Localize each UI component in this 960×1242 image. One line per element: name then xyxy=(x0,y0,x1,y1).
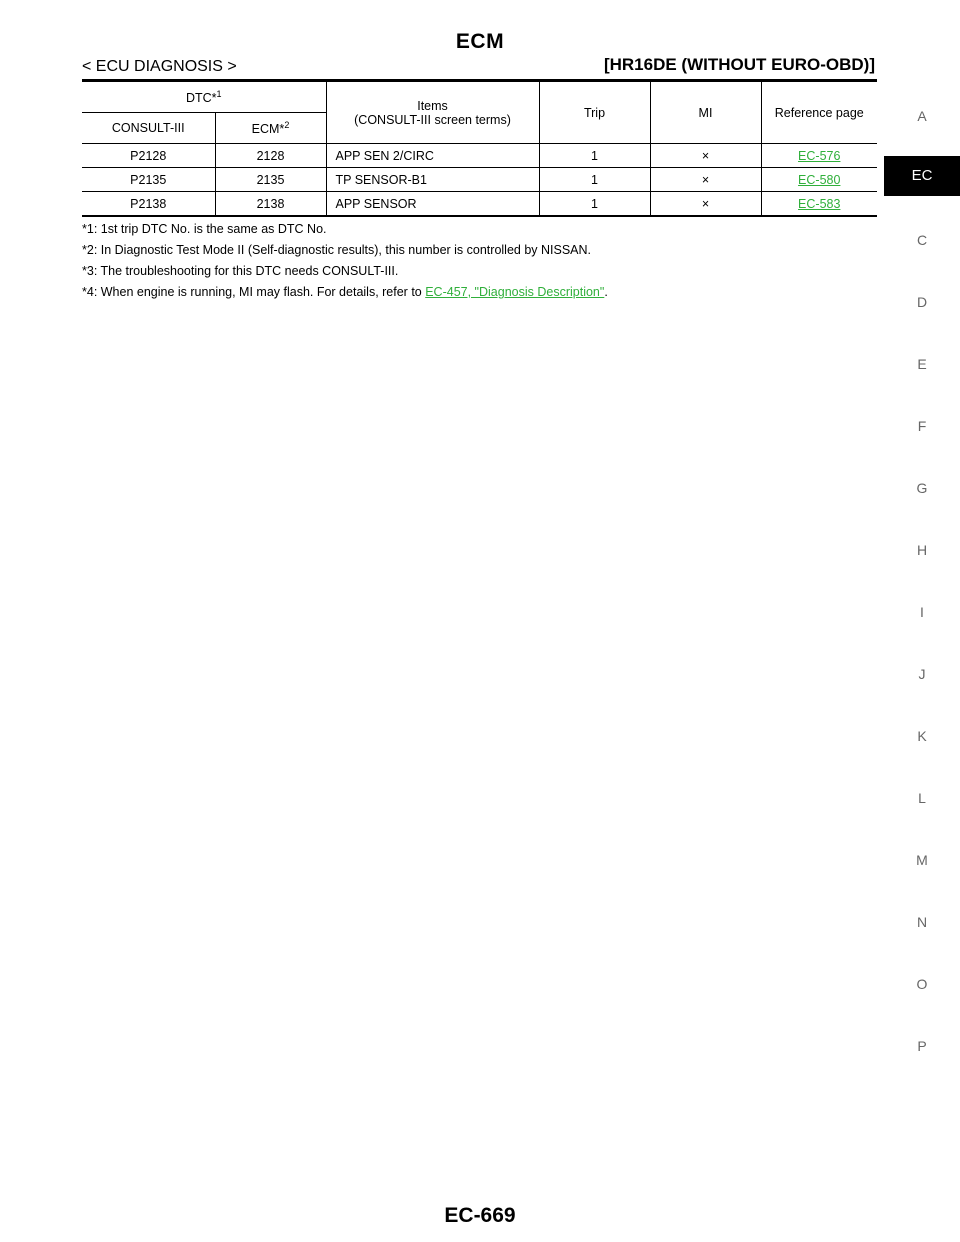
cell-trip: 1 xyxy=(539,167,651,192)
header-dtc: DTC*1 xyxy=(82,82,327,113)
tab-j[interactable]: J xyxy=(918,666,926,682)
cell-item: APP SEN 2/CIRC xyxy=(326,143,540,168)
tab-k[interactable]: K xyxy=(917,728,927,744)
cell-consult: P2138 xyxy=(82,191,216,217)
tab-ec[interactable]: EC xyxy=(884,156,960,196)
model-label: [HR16DE (WITHOUT EURO-OBD)] xyxy=(603,55,875,74)
cell-mi: × xyxy=(650,167,762,192)
page-number: EC-669 xyxy=(444,1204,516,1227)
page-title: ECM xyxy=(455,30,505,53)
cell-trip: 1 xyxy=(539,191,651,217)
cell-ecm: 2135 xyxy=(215,167,327,192)
tab-f[interactable]: F xyxy=(917,418,927,434)
footnote: *2: In Diagnostic Test Mode II (Self-dia… xyxy=(82,243,592,257)
tab-e[interactable]: E xyxy=(917,356,927,372)
header-trip: Trip xyxy=(539,82,651,144)
footnotes: *1: 1st trip DTC No. is the same as DTC … xyxy=(82,222,608,306)
reference-link[interactable]: EC-580 xyxy=(798,172,841,187)
reference-link[interactable]: EC-576 xyxy=(798,148,841,163)
tab-n[interactable]: N xyxy=(916,914,928,930)
header-consult: CONSULT-III xyxy=(82,112,216,144)
section-tabs: A EC C D E F G H I J K L M N O P xyxy=(884,0,960,1242)
cell-consult: P2128 xyxy=(82,143,216,168)
cell-ecm: 2128 xyxy=(215,143,327,168)
footnote: *4: When engine is running, MI may flash… xyxy=(82,285,608,299)
header-ecm: ECM*2 xyxy=(215,112,327,144)
header-reference: Reference page xyxy=(761,82,877,144)
tab-g[interactable]: G xyxy=(916,480,928,496)
tab-m[interactable]: M xyxy=(916,852,928,868)
tab-a[interactable]: A xyxy=(917,108,927,124)
cell-mi: × xyxy=(650,143,762,168)
tab-c[interactable]: C xyxy=(916,232,928,248)
diagnosis-description-link[interactable]: EC-457, "Diagnosis Description" xyxy=(425,285,605,299)
footnote: *3: The troubleshooting for this DTC nee… xyxy=(82,264,399,278)
header-mi: MI xyxy=(650,82,762,144)
cell-consult: P2135 xyxy=(82,167,216,192)
cell-item: APP SENSOR xyxy=(326,191,540,217)
section-label: < ECU DIAGNOSIS > xyxy=(82,58,237,75)
cell-item: TP SENSOR-B1 xyxy=(326,167,540,192)
table-row: P2128 2128 APP SEN 2/CIRC 1 × EC-576 xyxy=(82,143,877,168)
reference-link[interactable]: EC-583 xyxy=(798,196,841,211)
tab-l[interactable]: L xyxy=(918,790,926,806)
tab-i[interactable]: I xyxy=(920,604,924,620)
cell-ecm: 2138 xyxy=(215,191,327,217)
tab-p[interactable]: P xyxy=(917,1038,927,1054)
table-row: P2135 2135 TP SENSOR-B1 1 × EC-580 xyxy=(82,167,877,192)
cell-trip: 1 xyxy=(539,143,651,168)
header-divider xyxy=(82,79,877,82)
cell-mi: × xyxy=(650,191,762,217)
footnote: *1: 1st trip DTC No. is the same as DTC … xyxy=(82,222,327,236)
tab-o[interactable]: O xyxy=(916,976,928,992)
tab-d[interactable]: D xyxy=(916,294,928,310)
dtc-table: DTC*1 Items(CONSULT-III screen terms) Tr… xyxy=(82,82,877,217)
table-row: P2138 2138 APP SENSOR 1 × EC-583 xyxy=(82,191,877,217)
tab-h[interactable]: H xyxy=(916,542,928,558)
header-items: Items(CONSULT-III screen terms) xyxy=(326,82,540,144)
